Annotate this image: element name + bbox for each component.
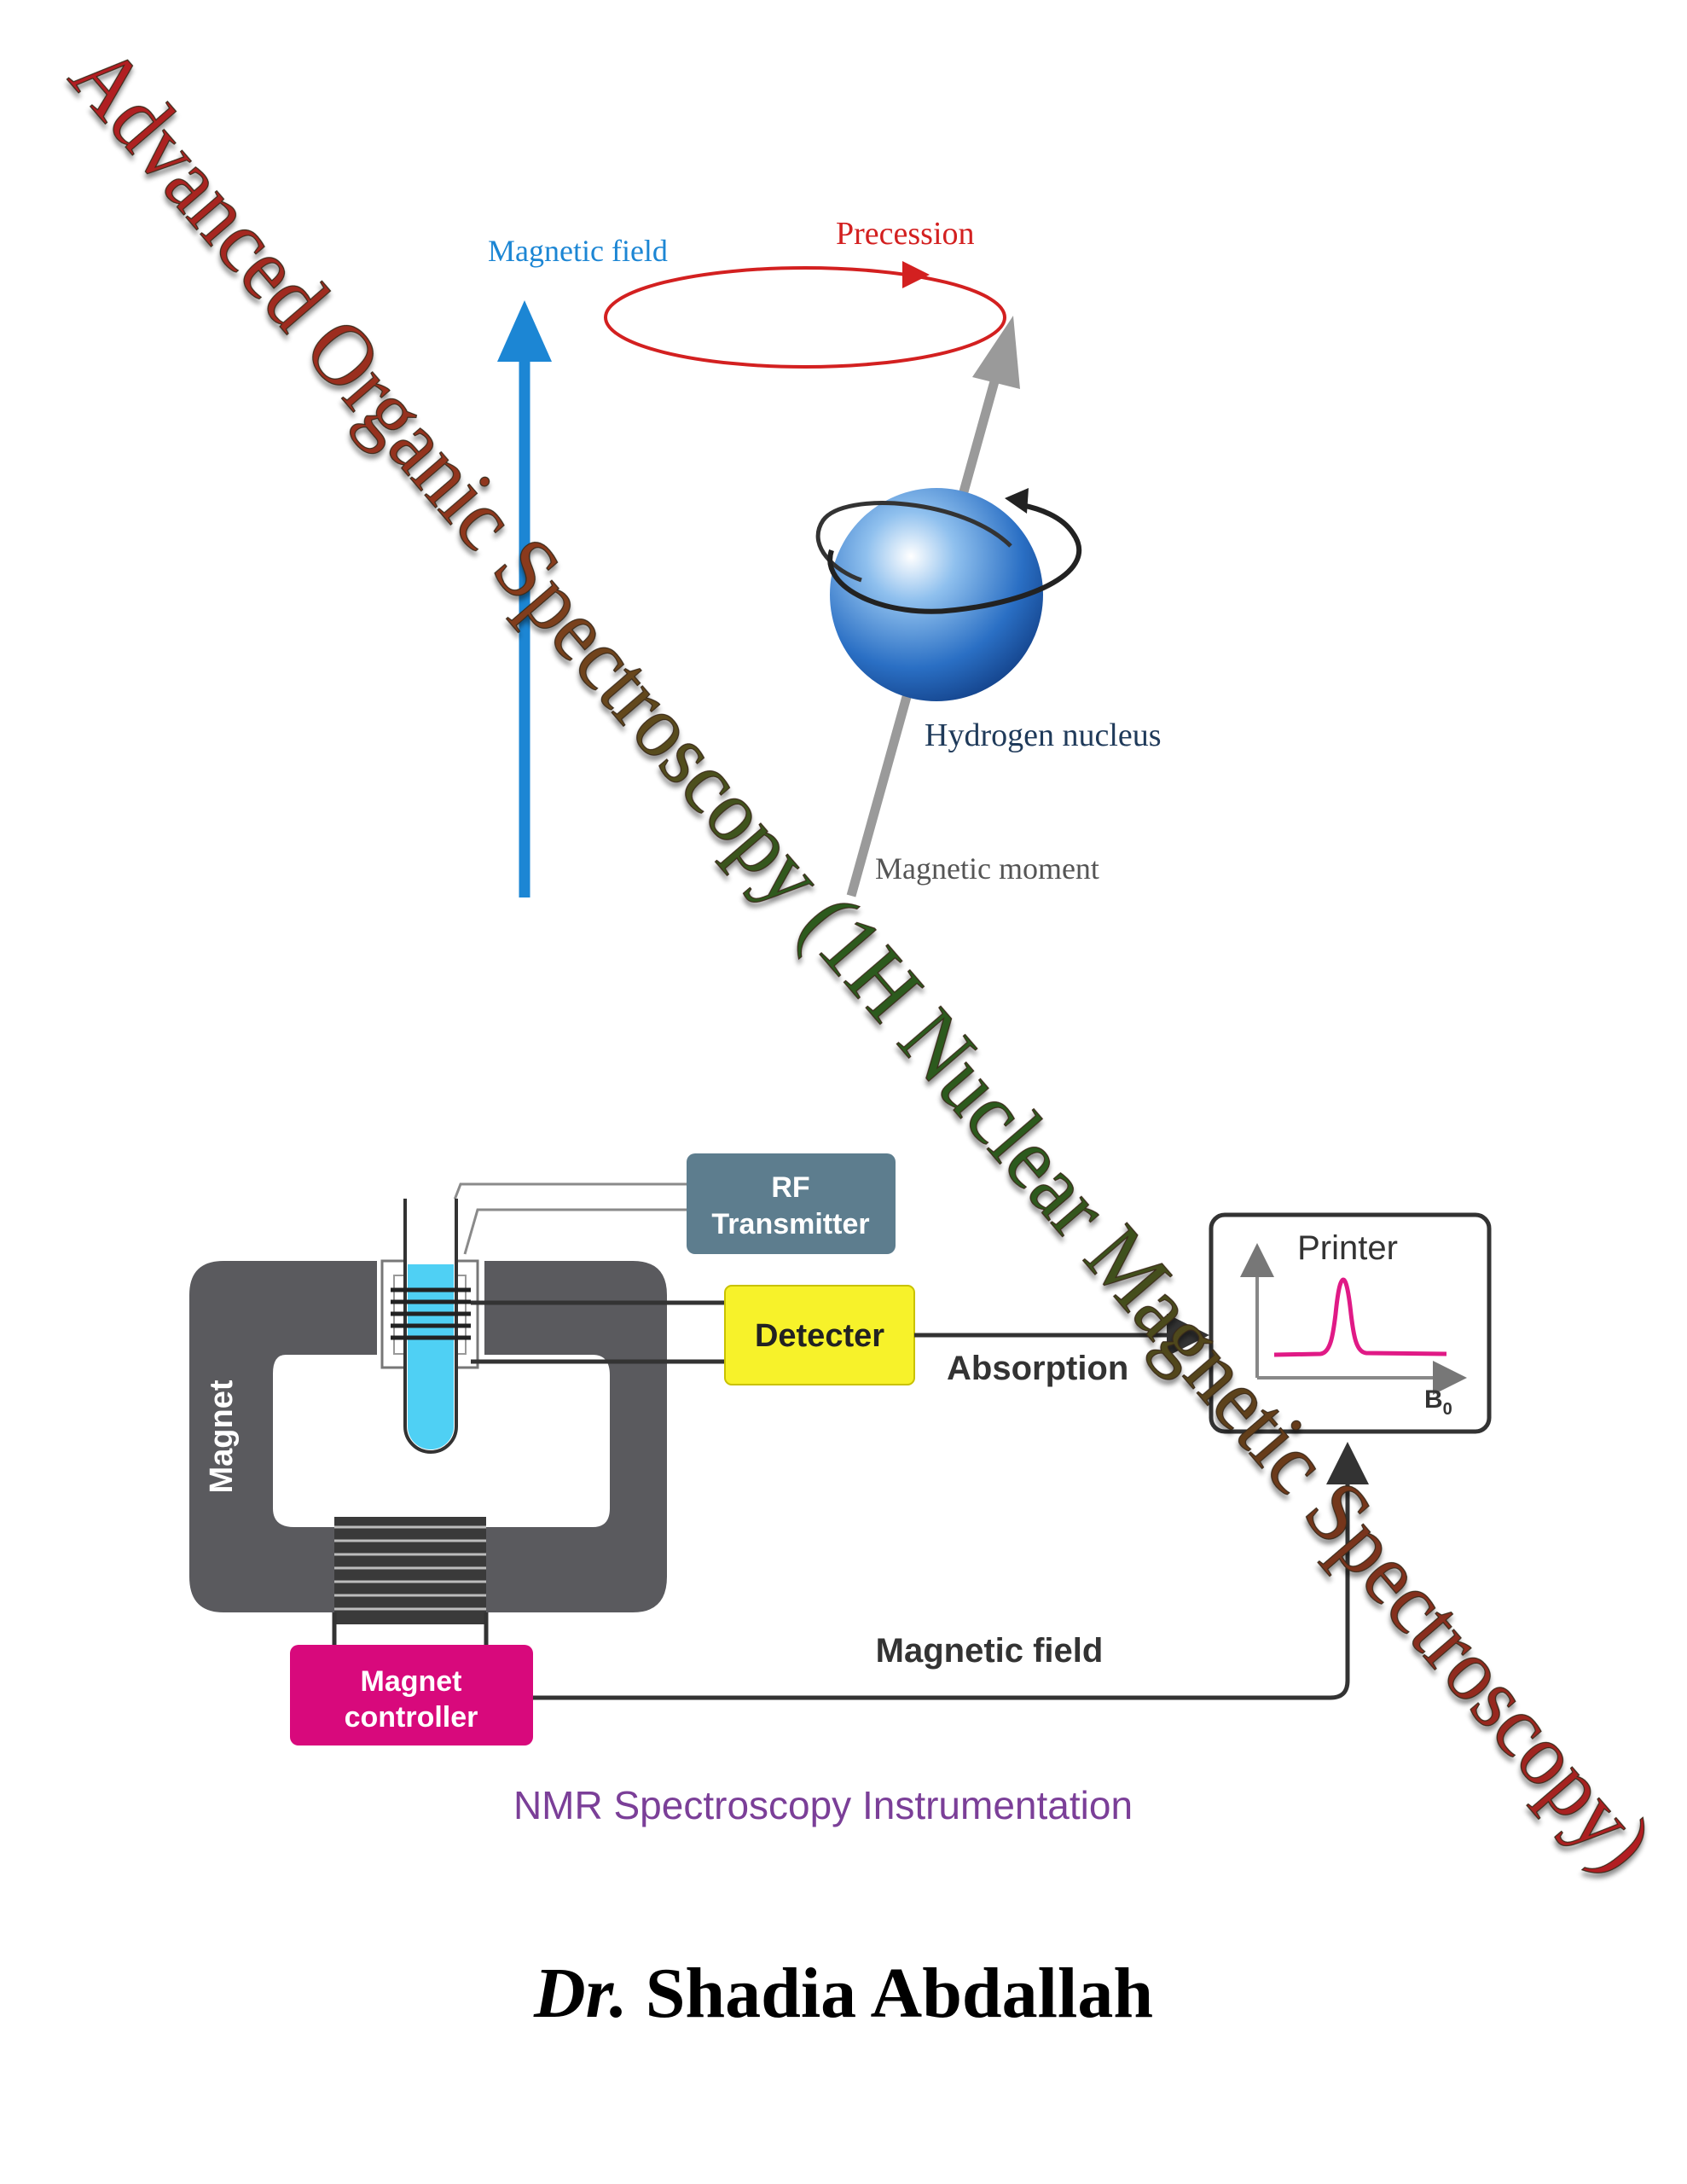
b0-label: B0 (1424, 1385, 1452, 1419)
rf-wire-lower (463, 1208, 687, 1255)
rf-coil (391, 1287, 471, 1340)
hydrogen-nucleus-sphere (830, 488, 1043, 701)
spin-ring-front (827, 502, 1081, 614)
magnetic-field-label: Magnetic field (488, 234, 668, 268)
magnet-coil (334, 1517, 486, 1624)
hydrogen-nucleus-label: Hydrogen nucleus (925, 717, 1162, 753)
magnet-controller-box (290, 1645, 533, 1745)
magnet-body (189, 1261, 667, 1612)
rf-wire-upper (442, 1182, 687, 1229)
author-fullname: Shadia Abdallah (645, 1954, 1154, 2033)
detector-label: Detecter (755, 1318, 884, 1354)
rf-transmitter-label-line2: Transmitter (711, 1208, 869, 1240)
magnetic-moment-arrowhead-icon (972, 316, 1020, 389)
rf-transmitter-label-line1: RF (771, 1171, 809, 1204)
rf-transmitter-box (687, 1153, 896, 1254)
nmr-instrument-diagram: RF Transmitter Magnet (189, 1153, 1492, 1827)
author-prefix: Dr. (533, 1954, 628, 2033)
precession-diagram: Magnetic field Precession Hydrogen nucle… (488, 216, 1162, 897)
absorption-label: Absorption (947, 1350, 1128, 1387)
precession-orbit (604, 266, 1006, 369)
instrumentation-caption: NMR Spectroscopy Instrumentation (513, 1783, 1133, 1827)
spectrum-peak (1273, 1277, 1447, 1357)
magnetic-field-arrowhead-icon (497, 300, 552, 362)
printer-label: Printer (1297, 1229, 1398, 1267)
sample-liquid (408, 1264, 454, 1449)
magnet-controller-label-line1: Magnet (361, 1665, 462, 1698)
magnetic-field-feed-arrow (533, 1442, 1369, 1700)
spin-arrowhead-icon (1005, 488, 1029, 514)
magnet-label: Magnet (204, 1380, 240, 1493)
precession-label: Precession (836, 216, 975, 252)
precession-arrowhead-icon (902, 261, 930, 288)
magnetic-moment-label: Magnetic moment (875, 851, 1099, 886)
magnetic-field-feed-label: Magnetic field (876, 1632, 1104, 1670)
author-name: Dr. Shadia Abdallah (0, 1952, 1687, 2035)
magnet-controller-label-line2: controller (345, 1701, 478, 1734)
